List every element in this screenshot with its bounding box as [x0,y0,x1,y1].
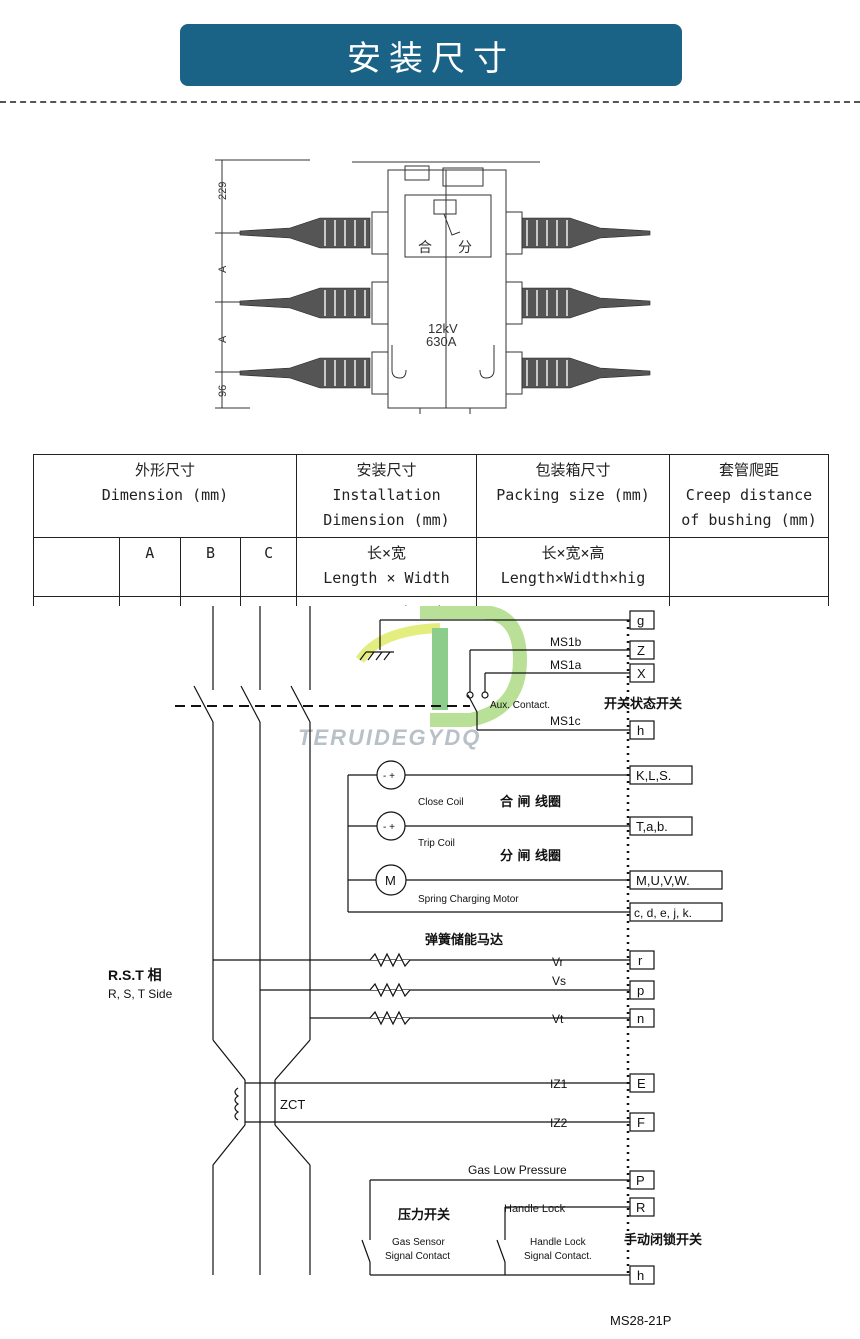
switch-outline-drawing: 229 A A 96 合 分 12kV 630A [215,159,651,414]
model-code: MS28-21P [610,1313,671,1328]
cell-creep: 556 [669,596,829,606]
table-row: 12Kv 225 435 500 500×125 (390) 1100×900×… [33,596,829,606]
zct-label: ZCT [280,1097,305,1112]
aux-contact-label: Aux. Contact. [490,700,550,711]
h-install-cn: 安装尺寸 [356,461,417,479]
dim-a2: A [217,335,229,343]
plus-minus-icon: - + [383,822,395,833]
terminal-tab: T,a,b. [636,819,668,834]
terminal-kls: K,L,S. [636,768,671,783]
h-pack-en: Packing size (mm) [496,486,650,504]
h-dimension-en: Dimension (mm) [101,486,229,504]
terminal-r-upper: R [636,1200,645,1215]
gas-sensor-label: Gas Sensor [392,1237,445,1248]
vt-label: Vt [552,1012,564,1026]
pressure-switch-cn: 压力开关 [398,1207,450,1223]
voltage-label: 12kV [428,321,458,336]
h-creep-en1: Creep distance [685,486,813,504]
cell-b: 435 [179,596,242,606]
close-coil-label: Close Coil [418,797,464,808]
handle-lock-contact-label: Handle Lock [530,1237,587,1248]
cell-install: 500×125 (390) [296,596,477,606]
handle-lock-label: Handle Lock [504,1203,566,1215]
watermark-text: TERUIDEGYDQ [298,725,481,750]
h-creep-en2: of bushing (mm) [681,511,817,529]
lwh-cn: 长×宽×高 [541,544,605,562]
ms1b-label: MS1b [550,635,582,649]
iz2-label: IZ2 [550,1116,568,1130]
terminal-muvw: M,U,V,W. [636,873,690,888]
terminal-g: g [637,613,644,628]
dim-top: 229 [217,182,229,200]
page-title: 安装尺寸 [180,24,682,86]
terminal-x: X [637,666,646,681]
ms1a-label: MS1a [550,658,582,672]
cell-c: 500 [240,596,297,606]
h-creep-cn: 套管爬距 [718,461,779,479]
iz1-label: IZ1 [550,1077,568,1091]
terminal-h: h [637,723,644,738]
trip-coil-label: Trip Coil [418,838,455,849]
h-pack-cn: 包装箱尺寸 [535,461,611,479]
lw-en: Length × Width [323,569,450,587]
close-label: 合 [418,240,432,256]
h-install-en2: Dimension (mm) [323,511,450,529]
motor-label: Spring Charging Motor [418,894,519,905]
col-a: A [118,537,181,597]
plus-minus-icon: - + [383,771,395,782]
handle-lock-signal-label: Signal Contact. [524,1251,592,1262]
cell-pack: 1100×900×700 [476,596,670,606]
ms1c-label: MS1c [550,714,581,728]
motor-symbol: M [385,873,396,888]
col-c: C [240,537,297,597]
trip-coil-cn: 分 闸 线圈 [500,848,561,864]
col-b: B [179,537,242,597]
wiring-diagram: TERUIDEGYDQ [108,606,723,1328]
divider [0,101,860,103]
lwh-en: Length×Width×hig [500,569,646,587]
h-dimension-cn: 外形尺寸 [134,461,195,479]
watermark-logo: TERUIDEGYDQ [298,606,528,750]
terminal-n: n [637,1011,644,1026]
manual-lock-cn: 手动闭锁开关 [624,1232,702,1248]
vs-label: Vs [552,974,566,988]
open-label: 分 [458,240,472,256]
terminal-e: E [637,1076,646,1091]
terminal-cdejk: c, d, e, j, k. [634,906,692,920]
dim-bottom: 96 [217,385,229,397]
close-coil-cn: 合 闸 线圈 [500,794,561,810]
gas-sensor-signal-label: Signal Contact [385,1251,450,1262]
motor-cn: 弹簧储能马达 [425,932,503,948]
dim-a1: A [217,265,229,273]
lw-cn: 长×宽 [366,544,407,562]
current-label: 630A [426,334,457,349]
terminal-z: Z [637,643,645,658]
terminal-f: F [637,1115,645,1130]
rst-en-label: R, S, T Side [108,987,173,1001]
terminal-p-upper: P [636,1173,645,1188]
h-install-en1: Installation [332,486,441,504]
vr-label: Vr [552,955,564,969]
terminal-h2: h [637,1268,644,1283]
gas-low-label: Gas Low Pressure [468,1163,567,1177]
terminal-p: p [637,983,644,998]
cell-model: 12Kv [33,596,120,606]
terminal-r: r [638,953,643,968]
rst-cn-label: R.S.T 相 [108,967,162,983]
switch-state-cn: 开关状态开关 [604,696,682,712]
cell-a: 225 [118,596,181,606]
